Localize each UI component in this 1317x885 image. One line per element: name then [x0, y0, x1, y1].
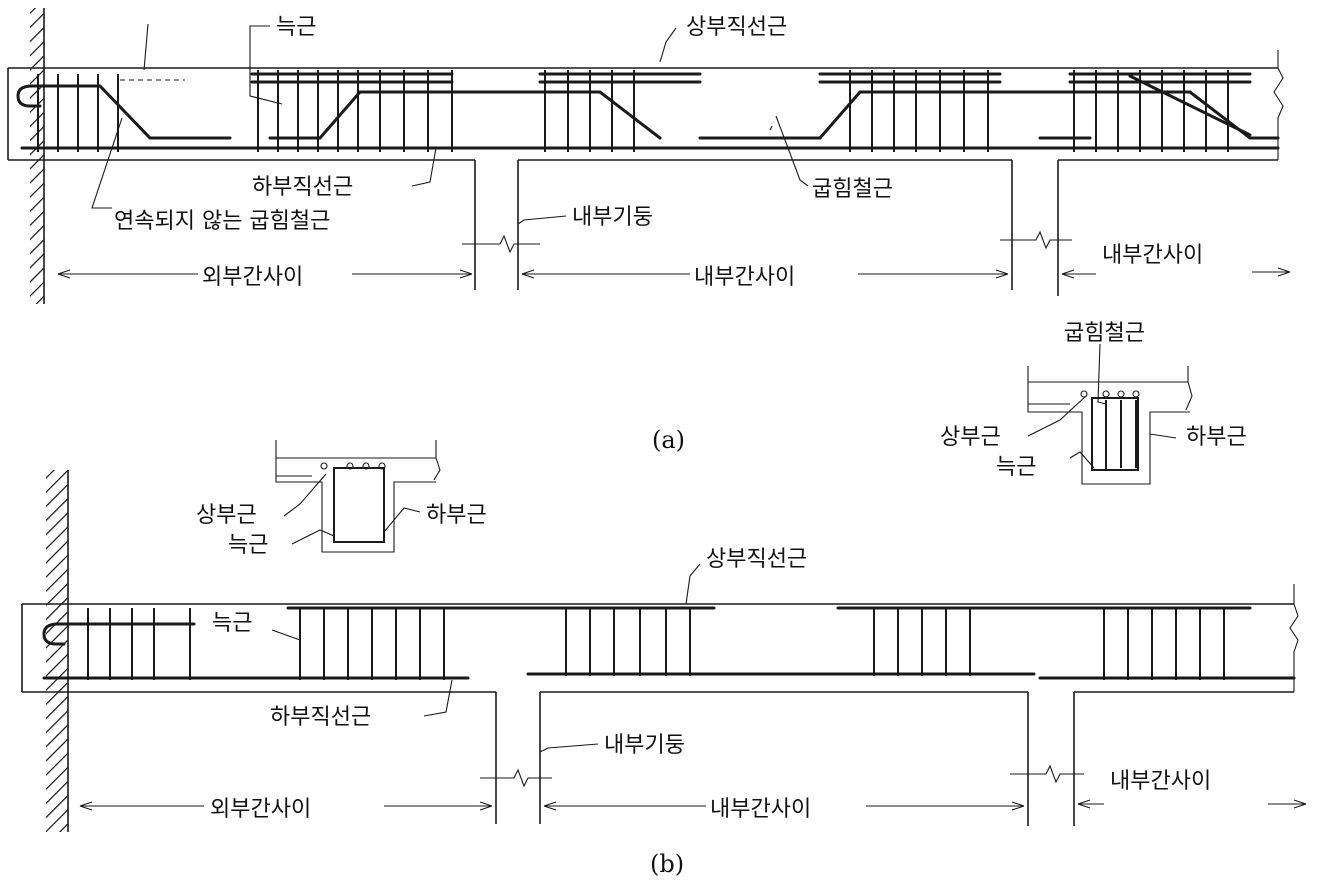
bottom-straight-bars-b [42, 672, 1296, 680]
caption-a: (a) [652, 426, 685, 454]
figure-b: 상부근 하부근 늑근 [21, 440, 1307, 878]
label-section-bent-bar-a: 굽힘철근 [1064, 321, 1145, 346]
figure-a: 늑근 상부직선근 하부직선근 연속되지 않는 굽힘철근 굽힘철근 내부기둥 외부… [7, 8, 1291, 485]
leaders-b [271, 563, 701, 753]
label-exterior-span-a: 외부간사이 [202, 265, 303, 290]
wall-hatch-b [46, 470, 68, 832]
label-bottom-straight-a: 하부직선근 [252, 175, 353, 200]
end-hook-a [16, 84, 62, 108]
label-interior-span-b2: 내부간사이 [1110, 769, 1211, 794]
label-stirrup-b: 늑근 [212, 611, 252, 636]
label-section-stirrup-b: 늑근 [228, 533, 268, 558]
label-exterior-span-b: 외부간사이 [210, 797, 311, 822]
label-section-bottom-bar-a: 하부근 [1186, 425, 1247, 450]
label-section-stirrup-a: 늑근 [996, 455, 1036, 480]
label-bent-bar-a: 굽힘철근 [812, 177, 893, 202]
wall-hatch-a [30, 8, 44, 304]
label-interior-span-a2: 내부간사이 [1102, 243, 1203, 268]
label-top-straight-b: 상부직선근 [706, 547, 807, 572]
top-straight-bars-b [82, 606, 1252, 626]
label-bottom-straight-b: 하부직선근 [270, 705, 371, 730]
caption-b: (b) [650, 850, 684, 878]
span-dimensions-b [79, 799, 1307, 811]
cross-section-b [275, 440, 441, 553]
label-section-bottom-bar-b: 하부근 [426, 503, 487, 528]
interior-column-a [462, 160, 1072, 296]
label-section-top-bar-b: 상부근 [196, 503, 257, 528]
span-dimensions-a [57, 267, 1291, 279]
stirrups-b [87, 608, 1225, 680]
label-interior-column-b: 내부기둥 [604, 733, 685, 758]
beam-outline-b [21, 584, 1299, 693]
beam-outline-a [7, 50, 1284, 161]
label-stirrup-a: 늑근 [276, 15, 316, 40]
end-hook-b [42, 622, 86, 646]
interior-column-b [480, 692, 1084, 826]
label-interior-span-b1: 내부간사이 [710, 797, 811, 822]
label-interior-column-a: 내부기둥 [572, 205, 653, 230]
top-straight-bars-a [120, 72, 1252, 84]
bent-bars-a [58, 74, 1280, 140]
leaders-a [91, 23, 809, 225]
label-section-top-bar-a: 상부근 [940, 425, 1001, 450]
label-top-straight-a: 상부직선근 [686, 15, 787, 40]
label-interior-span-a1: 내부간사이 [694, 265, 795, 290]
stirrups-a [37, 70, 1229, 152]
label-discontinuous-bent-a: 연속되지 않는 굽힘철근 [114, 209, 330, 234]
cross-section-a [1027, 343, 1193, 485]
